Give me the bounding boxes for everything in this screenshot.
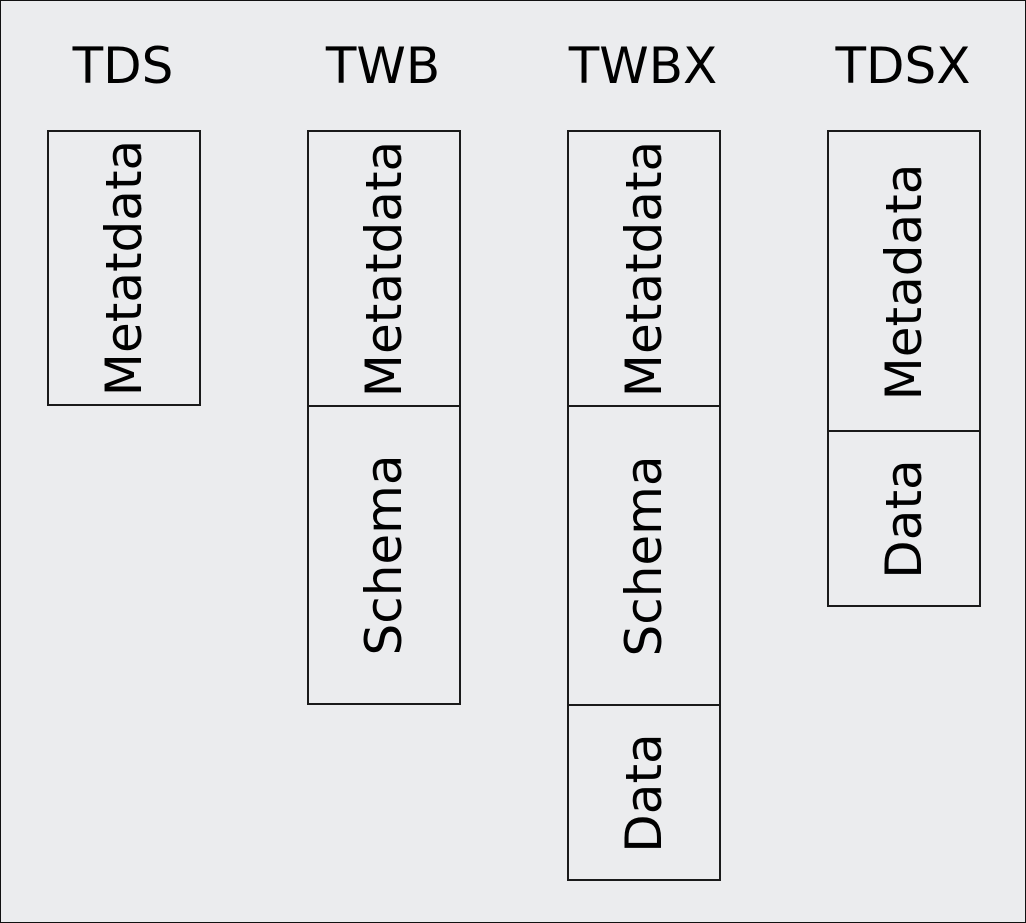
tdsx-segment-data: Data bbox=[829, 432, 979, 605]
twbx-segment-data: Data bbox=[569, 706, 719, 879]
segment-label: Metatdata bbox=[355, 140, 413, 398]
column-title-twb: TWB bbox=[325, 37, 441, 95]
segment-label: Data bbox=[875, 458, 933, 579]
tdsx-segment-metadata: Metadata bbox=[829, 132, 979, 431]
segment-divider bbox=[829, 430, 979, 432]
twb-segment-metadata: Metatdata bbox=[309, 132, 459, 406]
column-title-tdsx: TDSX bbox=[835, 37, 971, 95]
twb-box: Metatdata Schema bbox=[307, 130, 461, 705]
segment-label: Schema bbox=[615, 455, 673, 657]
twbx-box: Metatdata Schema Data bbox=[567, 130, 721, 881]
tds-box: Metatdata bbox=[47, 130, 201, 406]
column-title-tds: TDS bbox=[72, 37, 174, 95]
tdsx-box: Metadata Data bbox=[827, 130, 981, 607]
segment-label: Metadata bbox=[875, 163, 933, 400]
segment-divider bbox=[569, 704, 719, 706]
twb-segment-schema: Schema bbox=[309, 407, 459, 703]
twbx-segment-schema: Schema bbox=[569, 407, 719, 705]
column-title-twbx: TWBX bbox=[568, 37, 718, 95]
segment-label: Metatdata bbox=[95, 139, 153, 397]
segment-label: Metatdata bbox=[615, 140, 673, 398]
segment-label: Data bbox=[615, 732, 673, 853]
segment-label: Schema bbox=[355, 454, 413, 656]
segment-divider bbox=[309, 405, 459, 407]
segment-divider bbox=[569, 405, 719, 407]
twbx-segment-metadata: Metatdata bbox=[569, 132, 719, 406]
tds-segment-metadata: Metatdata bbox=[49, 132, 199, 404]
